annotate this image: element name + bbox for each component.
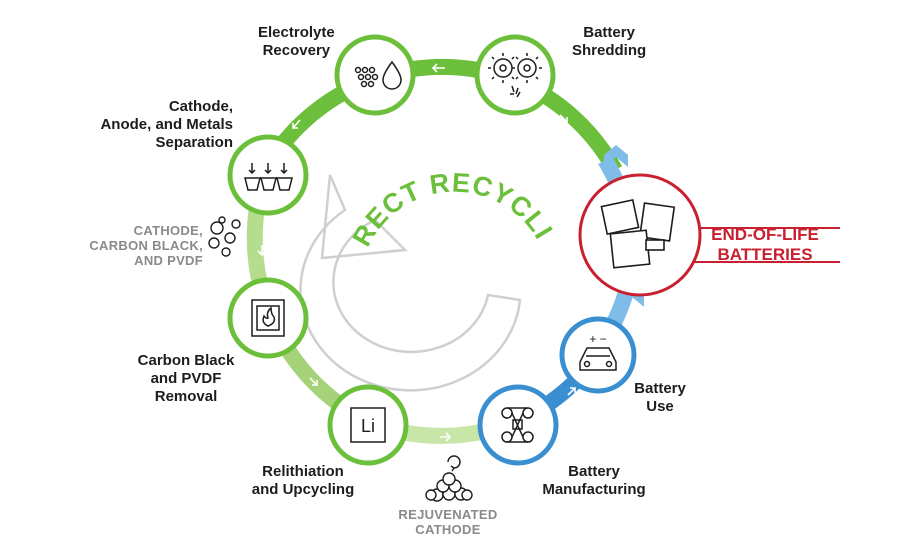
electric-car-icon: + − — [579, 332, 617, 371]
lithium-icon: Li — [350, 407, 386, 443]
node-separation — [227, 134, 309, 216]
node-electrolyte-recovery — [334, 34, 416, 116]
node-relithiation: Li — [327, 384, 409, 466]
node-carbon-removal — [227, 277, 309, 359]
conveyor-icon — [501, 407, 534, 443]
particles-droplet-icon — [354, 60, 402, 90]
node-battery-manufacturing — [477, 384, 559, 466]
node-battery-use: + − — [559, 316, 637, 394]
svg-text:Li: Li — [361, 416, 375, 436]
furnace-flame-icon — [251, 299, 285, 337]
rejuvenated-cathode-icon — [425, 455, 473, 502]
ring-direction-arrows — [257, 63, 576, 442]
batteries-icon — [600, 199, 676, 269]
gears-shredder-icon — [488, 53, 542, 98]
node-end-of-life — [578, 173, 840, 297]
svg-text:+ −: + − — [589, 332, 606, 346]
separation-bins-icon — [244, 163, 293, 191]
node-battery-shredding — [474, 34, 556, 116]
label-cathode-mix: CATHODE,CARBON BLACK,AND PVDF — [89, 223, 203, 268]
cathode-mix-particles-icon — [208, 216, 241, 257]
